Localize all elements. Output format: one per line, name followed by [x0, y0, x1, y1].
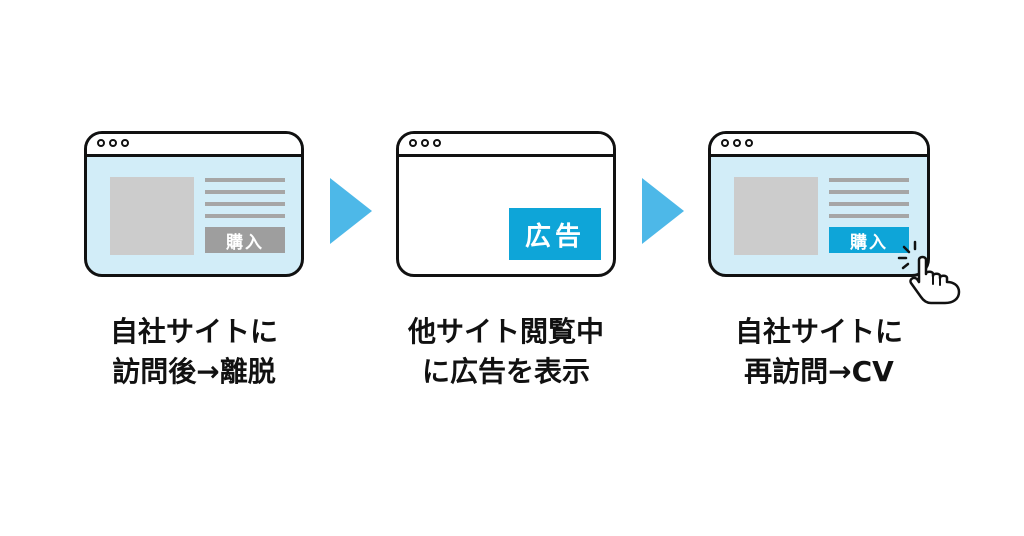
window-dot-icon	[721, 139, 729, 147]
window-controls	[721, 139, 753, 147]
caption-line: 再訪問→CV	[744, 355, 894, 388]
ad-banner: 広告	[509, 208, 601, 260]
caption-line: 訪問後→離脱	[112, 355, 276, 388]
image-placeholder	[110, 177, 194, 255]
caption-line: に広告を表示	[421, 355, 590, 388]
window-dot-icon	[433, 139, 441, 147]
triangle-right-icon	[642, 178, 684, 244]
window-dot-icon	[121, 139, 129, 147]
window-titlebar	[711, 134, 927, 157]
text-line	[205, 178, 285, 182]
caption-line: 自社サイトに	[109, 315, 278, 348]
caption-line: 自社サイトに	[734, 315, 903, 348]
purchase-button: 購入	[205, 227, 285, 253]
triangle-right-icon	[330, 178, 372, 244]
window-controls	[409, 139, 441, 147]
browser-window-step2: 広告	[396, 131, 616, 277]
caption-line: 他サイト閲覧中	[407, 315, 604, 348]
text-line	[205, 190, 285, 194]
window-dot-icon	[409, 139, 417, 147]
window-dot-icon	[745, 139, 753, 147]
text-line	[829, 202, 909, 206]
step3-caption: 自社サイトに 再訪問→CV	[689, 312, 949, 392]
step1-caption: 自社サイトに 訪問後→離脱	[64, 312, 324, 392]
browser-window-step1: 購入	[84, 131, 304, 277]
step2-caption: 他サイト閲覧中 に広告を表示	[376, 312, 636, 392]
purchase-button: 購入	[829, 227, 909, 253]
text-line	[205, 202, 285, 206]
text-line	[829, 214, 909, 218]
text-line	[205, 214, 285, 218]
image-placeholder	[734, 177, 818, 255]
window-dot-icon	[733, 139, 741, 147]
text-line	[829, 190, 909, 194]
window-controls	[97, 139, 129, 147]
window-titlebar	[399, 134, 613, 157]
pointing-hand-click-icon	[897, 240, 961, 305]
window-dot-icon	[109, 139, 117, 147]
text-line	[829, 178, 909, 182]
browser-window-step3: 購入	[708, 131, 930, 277]
window-titlebar	[87, 134, 301, 157]
window-dot-icon	[421, 139, 429, 147]
window-dot-icon	[97, 139, 105, 147]
